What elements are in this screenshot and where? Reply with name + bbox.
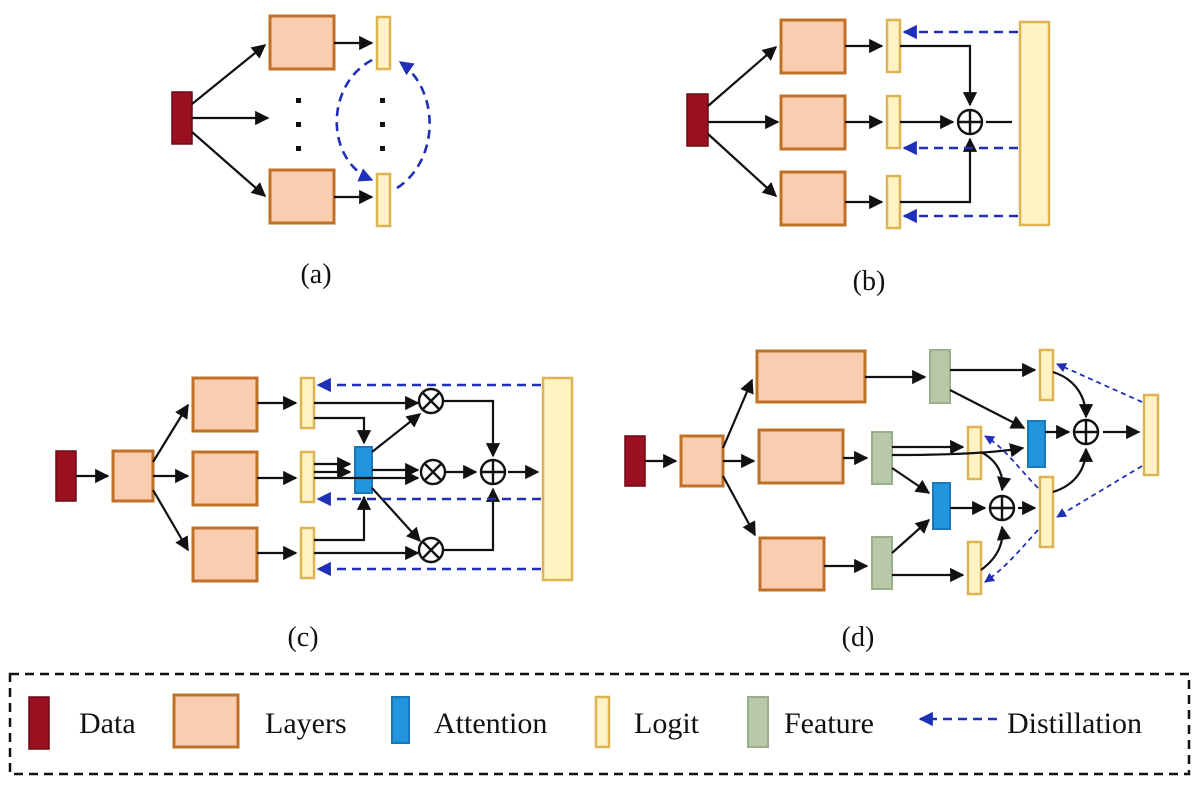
distillation-arrow <box>396 60 431 190</box>
legend-label: Distillation <box>1007 707 1142 740</box>
panel-b: (b) <box>686 18 1051 297</box>
panel-label: (b) <box>853 266 886 297</box>
ellipsis-dots <box>296 98 385 151</box>
logit-block <box>299 526 316 580</box>
arrow <box>980 525 1012 571</box>
layer-block <box>679 434 725 488</box>
arrow <box>314 416 372 445</box>
panel-c: (c) <box>55 376 574 653</box>
layer-block <box>755 349 867 404</box>
arrow <box>900 137 978 204</box>
panel-label: (d) <box>842 622 875 653</box>
arrow <box>371 413 422 453</box>
distillation-arrow <box>1056 465 1143 518</box>
arrow <box>721 378 754 449</box>
layer-block <box>757 428 845 485</box>
arrow <box>1052 370 1094 419</box>
layer-block <box>191 450 259 507</box>
logit-block <box>375 15 392 71</box>
arrow <box>1052 447 1094 494</box>
logit-block <box>885 18 902 74</box>
logit-block <box>1038 348 1055 402</box>
panel-a: (a) <box>171 14 431 290</box>
arrow <box>152 403 189 463</box>
attention-block <box>1027 420 1046 468</box>
arrow <box>891 467 931 494</box>
attention-block <box>932 482 951 530</box>
panel-label: (a) <box>300 259 331 290</box>
distillation-arrow <box>984 435 1039 489</box>
multiply-operator-icon <box>419 458 447 486</box>
legend: Data Layers Attention Logit Feature Dist… <box>8 672 1191 776</box>
legend-label: Attention <box>434 707 547 740</box>
panel-label: (c) <box>287 622 318 653</box>
data-block <box>171 91 193 145</box>
arrow <box>900 44 978 107</box>
sum-operator-icon <box>988 494 1016 522</box>
data-block <box>55 450 77 502</box>
arrow <box>707 133 778 197</box>
arrow <box>152 489 189 552</box>
logit-block <box>299 376 316 430</box>
logit-block <box>885 94 902 150</box>
multiply-operator-icon <box>417 387 445 415</box>
data-icon <box>28 696 50 750</box>
data-block <box>624 435 646 487</box>
layer-block <box>779 94 847 151</box>
layer-block <box>779 170 847 227</box>
sum-operator-icon <box>479 458 507 486</box>
legend-label: Layers <box>265 707 347 740</box>
feature-block <box>871 536 893 590</box>
arrow <box>371 487 421 543</box>
layers-icon <box>172 693 240 749</box>
layer-block <box>779 18 847 75</box>
teacher-logit-block <box>541 376 574 582</box>
feature-block <box>871 431 893 485</box>
arrow <box>891 519 931 554</box>
logit-block <box>1038 475 1055 549</box>
multiply-operator-icon <box>417 536 445 564</box>
arrow <box>980 451 1012 492</box>
distillation-arrow <box>1056 363 1143 403</box>
attention-block <box>354 446 373 494</box>
feature-icon <box>747 696 769 748</box>
arrow <box>949 389 1026 429</box>
layer-block <box>111 449 155 503</box>
logit-block <box>375 172 392 228</box>
sum-operator-icon <box>956 108 984 136</box>
arrow <box>191 44 267 105</box>
logit-block <box>885 174 902 230</box>
layer-block <box>268 168 336 225</box>
legend-border <box>8 672 1191 776</box>
layer-block <box>268 14 336 71</box>
layer-block <box>191 376 259 433</box>
legend-label: Feature <box>784 707 874 740</box>
sum-operator-icon <box>1072 418 1100 446</box>
data-block <box>686 93 709 147</box>
layer-block <box>191 526 259 583</box>
arrow <box>314 495 372 542</box>
teacher-logit-block <box>1018 20 1051 227</box>
logit-block <box>966 540 983 596</box>
arrow <box>707 46 778 107</box>
layer-block <box>758 536 826 592</box>
distillation-arrow <box>984 529 1039 583</box>
arrow <box>722 475 756 537</box>
teacher-logit-block <box>1142 393 1160 477</box>
attention-icon <box>391 696 410 744</box>
arrow <box>444 487 501 552</box>
legend-label: Data <box>79 707 136 740</box>
arrow <box>444 399 501 458</box>
arrow <box>191 131 267 197</box>
logit-icon <box>594 695 611 749</box>
distillation-arrow <box>335 58 374 182</box>
logit-block <box>299 450 316 504</box>
panel-d: (d) <box>624 348 1160 653</box>
feature-block <box>929 349 951 404</box>
arrow <box>891 443 1025 458</box>
legend-label: Logit <box>634 707 700 740</box>
